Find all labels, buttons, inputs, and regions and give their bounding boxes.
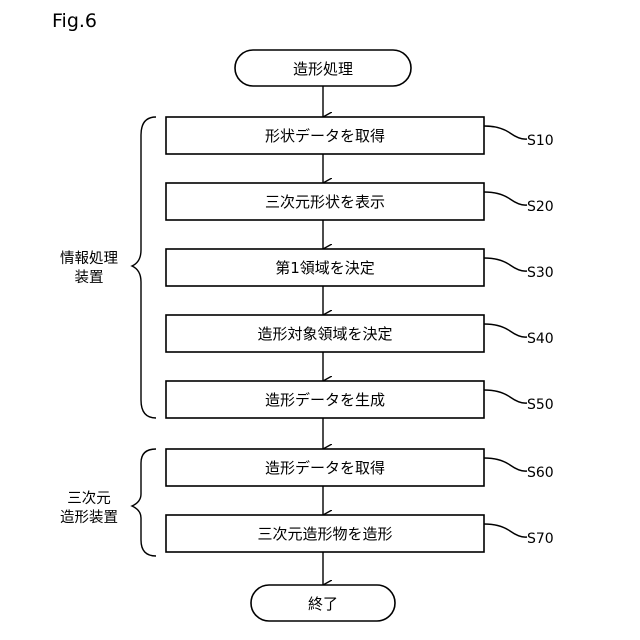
step-leader-s30 <box>484 258 527 271</box>
step-leader-s50 <box>484 390 527 403</box>
group-label-3d-line1: 三次元 <box>67 490 111 507</box>
step-code-s40: S40 <box>527 331 554 347</box>
step-label-s60: 造形データを取得 <box>265 459 385 477</box>
step-label-s20: 三次元形状を表示 <box>265 193 385 211</box>
group-brace-info-device <box>132 117 156 418</box>
step-code-s20: S20 <box>527 199 554 215</box>
step-code-s60: S60 <box>527 465 554 481</box>
step-code-s30: S30 <box>527 265 554 281</box>
step-leader-s20 <box>484 192 527 205</box>
step-code-s50: S50 <box>527 397 554 413</box>
step-label-s50: 造形データを生成 <box>265 391 385 409</box>
step-code-s70: S70 <box>527 531 554 547</box>
group-brace-3d-device <box>132 449 156 556</box>
step-label-s40: 造形対象領域を決定 <box>257 325 392 343</box>
step-label-s10: 形状データを取得 <box>265 127 385 145</box>
start-label: 造形処理 <box>293 60 353 78</box>
step-label-s30: 第1領域を決定 <box>275 259 375 277</box>
end-label: 終了 <box>308 595 338 613</box>
step-leader-s10 <box>484 126 527 139</box>
step-leader-s40 <box>484 324 527 337</box>
group-label-info-line1: 情報処理 <box>60 250 118 267</box>
group-label-3d-line2: 造形装置 <box>60 509 118 526</box>
step-leader-s60 <box>484 458 527 471</box>
step-leader-s70 <box>484 524 527 537</box>
step-label-s70: 三次元造形物を造形 <box>257 525 392 543</box>
step-code-s10: S10 <box>527 133 554 149</box>
group-label-info-line2: 装置 <box>75 269 104 286</box>
